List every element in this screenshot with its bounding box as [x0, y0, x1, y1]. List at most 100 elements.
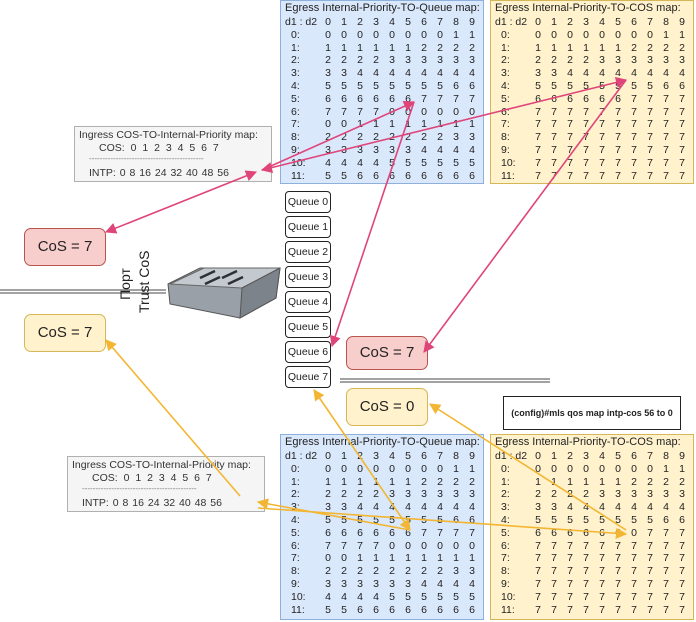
map-cell: 1 [663, 28, 669, 41]
map-cell: 4 [583, 67, 589, 80]
ingress-cos-badge-red: CoS = 7 [24, 228, 106, 266]
map-cell: 2 [469, 41, 475, 54]
map-cell: 7 [631, 131, 637, 144]
map-row-label: 3: [501, 501, 510, 514]
map-cell: 7 [647, 144, 653, 156]
map-cell: 3 [469, 488, 475, 501]
map-cell: 7 [647, 603, 653, 616]
map-cell: 6 [325, 526, 331, 539]
map-title: Egress Internal-Priority-TO-COS map: [495, 2, 681, 14]
map-row-label: 10: [291, 590, 306, 603]
arrow-yellow-egress-cos [429, 403, 627, 531]
map-cell: 5 [551, 514, 557, 526]
map-cell: 7 [583, 539, 589, 552]
map-cell: 7 [551, 590, 557, 603]
map-cell: 3 [599, 488, 605, 501]
map-cell: 7 [583, 578, 589, 590]
map-cell: 7 [615, 169, 621, 182]
map-cell: 6 [583, 526, 589, 539]
map-cell: 0 [615, 28, 621, 41]
map-cell: 1 [373, 552, 379, 565]
map-col-header: 2 [567, 450, 573, 462]
map-cell: 3 [437, 54, 443, 67]
map-cell: 3 [389, 578, 395, 590]
map-cell: 3 [357, 578, 363, 590]
map-col-header: 2 [567, 16, 573, 28]
map-cell: 6 [341, 526, 347, 539]
map-col-header: 0 [535, 16, 541, 28]
map-cell: 7 [631, 118, 637, 131]
map-cell: 0 [373, 28, 379, 41]
map-cell: 7 [341, 539, 347, 552]
map-row-label: 0: [291, 462, 300, 475]
map-cell: 5 [453, 590, 459, 603]
map-cell: 6 [535, 526, 541, 539]
map-cell: 5 [325, 603, 331, 616]
map-cell: 6 [453, 169, 459, 182]
map-cell: 1 [469, 552, 475, 565]
map-cell: 2 [421, 565, 427, 578]
map-row-label: 2: [291, 488, 300, 501]
map-cell: 7 [599, 603, 605, 616]
map-col-header: 3 [373, 16, 379, 28]
map-cell: 3 [405, 54, 411, 67]
map-col-header: 9 [679, 16, 685, 28]
map-cell: 2 [663, 475, 669, 488]
arrow-red-ingress [104, 170, 258, 234]
map-cell: 2 [421, 41, 427, 54]
map-cell: 0 [535, 28, 541, 41]
arrow-yellow-queue7 [313, 389, 411, 531]
map-row-label: 10: [501, 590, 516, 603]
map-cell: 6 [389, 603, 395, 616]
map-cell: 0 [389, 28, 395, 41]
ingress-cos-row: COS: 0 1 2 3 4 5 6 7 [99, 142, 219, 154]
map-cell: 4 [615, 67, 621, 80]
map-cell: 7 [453, 526, 459, 539]
map-col-header: 8 [453, 16, 459, 28]
map-cell: 0 [357, 28, 363, 41]
ingress-intp-row: INTP: 0 8 16 24 32 40 48 56 [82, 497, 222, 509]
map-cell: 5 [469, 590, 475, 603]
map-cell: 0 [341, 552, 347, 565]
map-cell: 1 [535, 475, 541, 488]
map-cell: 2 [583, 488, 589, 501]
map-cell: 1 [469, 462, 475, 475]
map-col-header: 6 [631, 450, 637, 462]
queue-7: Queue 7 [285, 366, 331, 388]
map-cell: 6 [469, 603, 475, 616]
map-cell: 3 [453, 565, 459, 578]
map-cell: 7 [679, 92, 685, 105]
map-cell: 7 [663, 105, 669, 118]
map-cell: 7 [663, 526, 669, 539]
map-cell: 4 [437, 578, 443, 590]
map-cell: 3 [615, 488, 621, 501]
map-cell: 5 [583, 514, 589, 526]
map-cell: 7 [583, 552, 589, 565]
map-cell: 0 [405, 28, 411, 41]
map-cell: 4 [599, 501, 605, 514]
map-row-label: 1: [291, 475, 300, 488]
map-cell: 6 [679, 514, 685, 526]
map-cell: 7 [647, 92, 653, 105]
map-cell: 1 [373, 41, 379, 54]
map-cell: 1 [437, 552, 443, 565]
map-cell: 5 [615, 514, 621, 526]
queue-5: Queue 5 [285, 316, 331, 338]
map-cell: 3 [599, 54, 605, 67]
map-cell: 2 [551, 488, 557, 501]
map-cell: 7 [583, 169, 589, 182]
map-cell: 3 [631, 488, 637, 501]
map-row-label: 5: [291, 526, 300, 539]
map-cell: 2 [535, 54, 541, 67]
map-cell: 7 [647, 578, 653, 590]
map-cell: 4 [437, 501, 443, 514]
map-cell: 3 [325, 578, 331, 590]
map-cell: 3 [341, 67, 347, 80]
map-cell: 4 [663, 67, 669, 80]
queue-6: Queue 6 [285, 341, 331, 363]
map-cell: 3 [551, 501, 557, 514]
map-cell: 6 [357, 526, 363, 539]
map-cell: 7 [679, 144, 685, 156]
